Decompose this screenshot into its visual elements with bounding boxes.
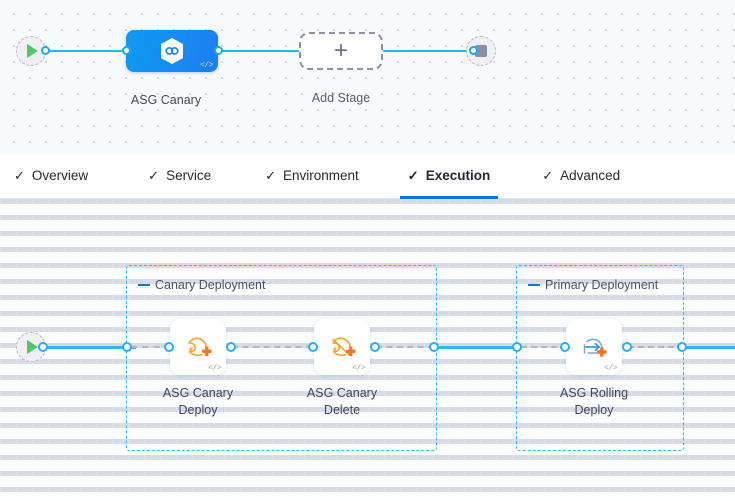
harness-hexagon-icon bbox=[161, 38, 183, 64]
exec-dot-rolling-deploy-in[interactable] bbox=[560, 342, 570, 352]
exec-rail-primary-to-next bbox=[684, 346, 735, 349]
stop-icon bbox=[475, 45, 487, 57]
tab-service-label: Service bbox=[166, 168, 212, 183]
step-node-asg-canary-deploy[interactable]: </> bbox=[170, 319, 226, 375]
exec-dot-canary-group-in[interactable] bbox=[122, 342, 132, 352]
collapse-dash-icon[interactable] bbox=[138, 284, 150, 286]
tab-advanced[interactable]: ✓ Advanced bbox=[528, 153, 634, 199]
step-code-badge: </> bbox=[208, 364, 221, 373]
stage-start-endpoint-dot[interactable] bbox=[41, 46, 50, 55]
exec-dot-canary-delete-out[interactable] bbox=[370, 342, 380, 352]
stage-rail-add-to-end bbox=[381, 50, 471, 52]
exec-rail-between-groups bbox=[434, 346, 520, 349]
exec-dot-primary-group-in[interactable] bbox=[512, 342, 522, 352]
step-label-asg-rolling-deploy: ASG Rolling Deploy bbox=[539, 385, 649, 419]
execution-canvas[interactable]: Canary Deployment bbox=[0, 199, 735, 501]
stage-canvas[interactable]: </> ASG Canary + Add Stage bbox=[0, 0, 735, 153]
stage-label-asg-canary: ASG Canary bbox=[130, 93, 202, 107]
tab-environment-label: Environment bbox=[283, 168, 359, 183]
exec-rail-primary-entry bbox=[521, 346, 567, 348]
check-icon: ✓ bbox=[407, 168, 419, 183]
asg-rolling-deploy-icon bbox=[583, 338, 607, 357]
check-icon: ✓ bbox=[542, 168, 554, 183]
group-canary-deployment-title[interactable]: Canary Deployment bbox=[138, 278, 265, 292]
plus-badge bbox=[346, 346, 356, 357]
step-code-badge: </> bbox=[352, 364, 365, 373]
exec-rail-primary-exit bbox=[628, 346, 684, 348]
step-code-badge: </> bbox=[604, 364, 617, 373]
plus-badge bbox=[202, 346, 212, 357]
stage-canary-output-dot[interactable] bbox=[214, 46, 223, 55]
step-node-asg-rolling-deploy[interactable]: </> bbox=[566, 319, 622, 375]
exec-dot-canary-deploy-in[interactable] bbox=[164, 342, 174, 352]
play-icon bbox=[27, 340, 38, 354]
exec-dot-canary-delete-in[interactable] bbox=[308, 342, 318, 352]
exec-dot-canary-deploy-out[interactable] bbox=[226, 342, 236, 352]
exec-rail-canary-entry bbox=[131, 346, 171, 348]
asg-canary-deploy-icon bbox=[188, 337, 212, 357]
group-canary-deployment-label: Canary Deployment bbox=[155, 278, 266, 292]
step-label-asg-canary-delete: ASG Canary Delete bbox=[287, 385, 397, 419]
tab-advanced-label: Advanced bbox=[560, 168, 621, 183]
exec-rail-start-to-canary-group bbox=[40, 346, 136, 349]
tab-service[interactable]: ✓ Service bbox=[134, 153, 225, 199]
tab-environment[interactable]: ✓ Environment bbox=[251, 153, 373, 199]
step-label-line1: ASG Rolling bbox=[559, 386, 629, 400]
plus-badge bbox=[597, 347, 607, 357]
group-primary-deployment-label: Primary Deployment bbox=[545, 278, 659, 292]
add-stage-label: Add Stage bbox=[311, 91, 371, 105]
asg-canary-delete-icon bbox=[332, 337, 356, 357]
plus-icon: + bbox=[333, 37, 348, 64]
group-primary-deployment[interactable]: Primary Deployment bbox=[516, 265, 684, 451]
exec-dot-canary-group-out[interactable] bbox=[429, 342, 439, 352]
stage-node-asg-canary[interactable]: </> bbox=[126, 30, 218, 72]
stage-code-badge: </> bbox=[200, 61, 213, 70]
check-icon: ✓ bbox=[148, 168, 160, 183]
group-primary-deployment-title[interactable]: Primary Deployment bbox=[528, 278, 658, 292]
stage-rail-start-to-canary bbox=[42, 50, 134, 52]
tab-overview-label: Overview bbox=[31, 168, 89, 183]
exec-start-endpoint-dot[interactable] bbox=[38, 342, 48, 352]
tab-overview[interactable]: ✓ Overview bbox=[0, 153, 102, 199]
group-canary-deployment[interactable]: Canary Deployment bbox=[126, 265, 437, 451]
step-node-asg-canary-delete[interactable]: </> bbox=[314, 319, 370, 375]
check-icon: ✓ bbox=[265, 168, 276, 183]
exec-dot-rolling-deploy-out[interactable] bbox=[622, 342, 632, 352]
stage-tab-bar: ✓ Overview ✓ Service ✓ Environment ✓ Exe… bbox=[0, 153, 735, 199]
tab-execution-label: Execution bbox=[425, 168, 491, 183]
collapse-dash-icon[interactable] bbox=[528, 284, 540, 286]
step-label-line2: Delete bbox=[323, 403, 361, 417]
step-label-line1: ASG Canary bbox=[306, 386, 378, 400]
check-icon: ✓ bbox=[14, 168, 25, 183]
exec-dot-primary-group-out[interactable] bbox=[677, 342, 687, 352]
step-label-line1: ASG Canary bbox=[162, 386, 234, 400]
stage-end-endpoint-dot[interactable] bbox=[469, 46, 478, 55]
play-icon bbox=[27, 44, 38, 58]
add-stage-button[interactable]: + bbox=[299, 32, 383, 70]
exec-rail-canary-deploy-to-delete bbox=[232, 346, 312, 348]
stage-canary-input-dot[interactable] bbox=[122, 46, 131, 55]
step-label-asg-canary-deploy: ASG Canary Deploy bbox=[143, 385, 253, 419]
exec-rail-canary-exit bbox=[376, 346, 434, 348]
step-label-line2: Deploy bbox=[178, 403, 218, 417]
stage-rail-canary-to-add bbox=[212, 50, 302, 52]
step-label-line2: Deploy bbox=[574, 403, 614, 417]
tab-execution[interactable]: ✓ Execution bbox=[394, 153, 504, 199]
